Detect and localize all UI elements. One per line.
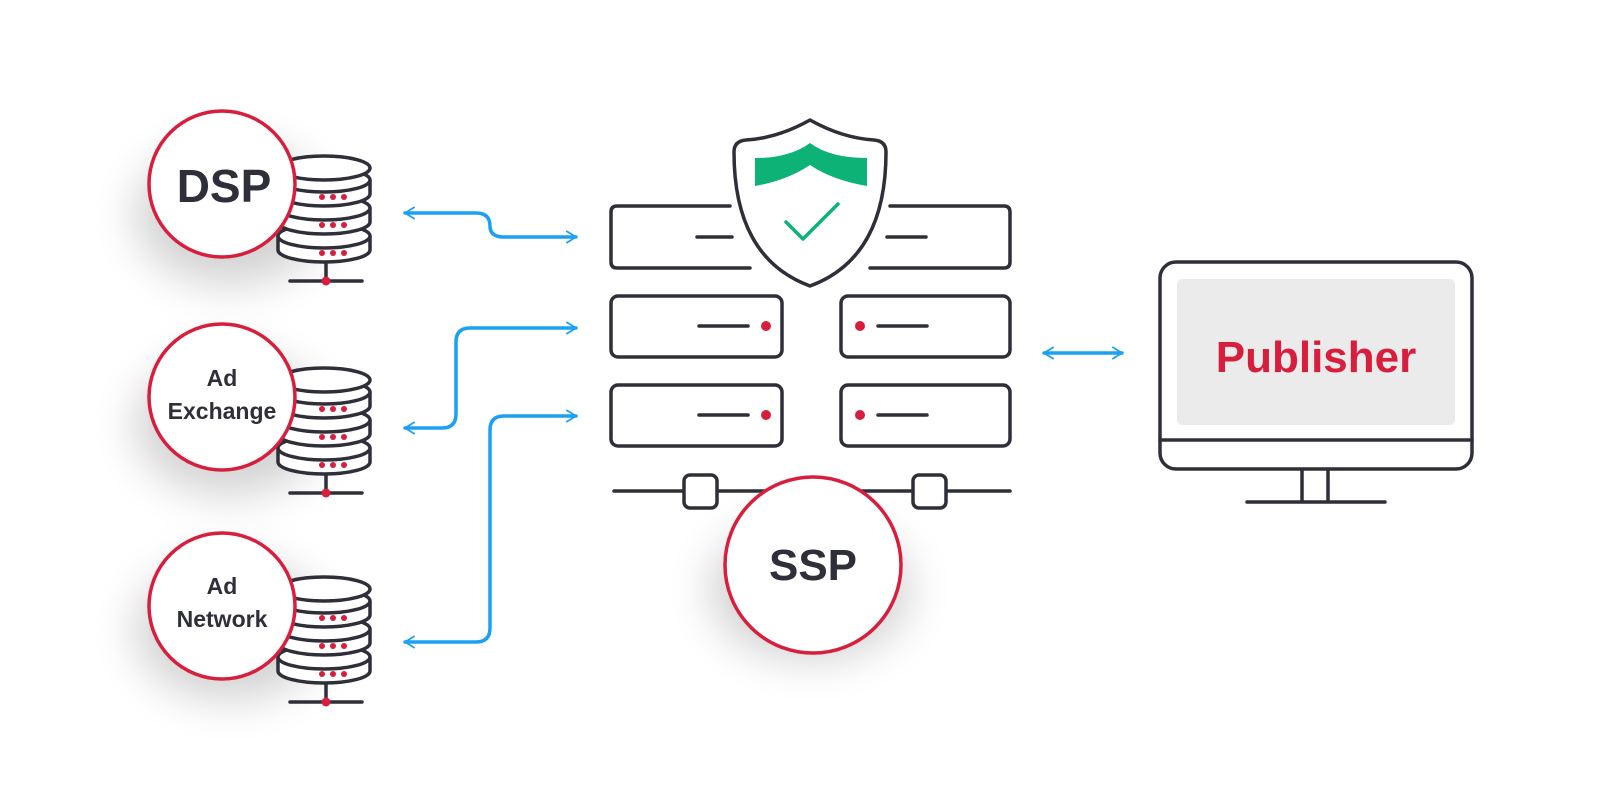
ssp-circle [723, 475, 903, 655]
ad-exchange-circle [147, 322, 297, 472]
ssp-node: SSP [723, 475, 903, 655]
database-icon [276, 154, 372, 286]
dsp-circle [147, 109, 297, 259]
ad-exchange-node: Ad Exchange [147, 322, 372, 498]
ad-network-label-line-1: Ad [207, 573, 238, 599]
database-icon [276, 366, 372, 498]
ad-network-circle [147, 531, 297, 681]
dsp-label: DSP [177, 160, 272, 212]
monitor-icon [1158, 260, 1474, 504]
publisher-node: Publisher [1158, 260, 1474, 504]
shield-check-icon [732, 118, 888, 288]
ssp-label: SSP [769, 541, 857, 590]
publisher-label: Publisher [1216, 333, 1417, 382]
dsp-node: DSP [147, 109, 372, 286]
database-icon [276, 575, 372, 707]
ad-network-node: Ad Network [147, 531, 372, 707]
ad-exchange-ssp-arrow [403, 321, 578, 435]
dsp-ssp-arrow [403, 206, 578, 244]
ad-exchange-label-line-2: Exchange [168, 398, 277, 424]
connector-arrows [403, 206, 1124, 649]
ad-network-label-line-2: Network [177, 606, 268, 632]
ad-exchange-label-line-1: Ad [207, 365, 238, 391]
ad-network-ssp-arrow [403, 409, 578, 649]
